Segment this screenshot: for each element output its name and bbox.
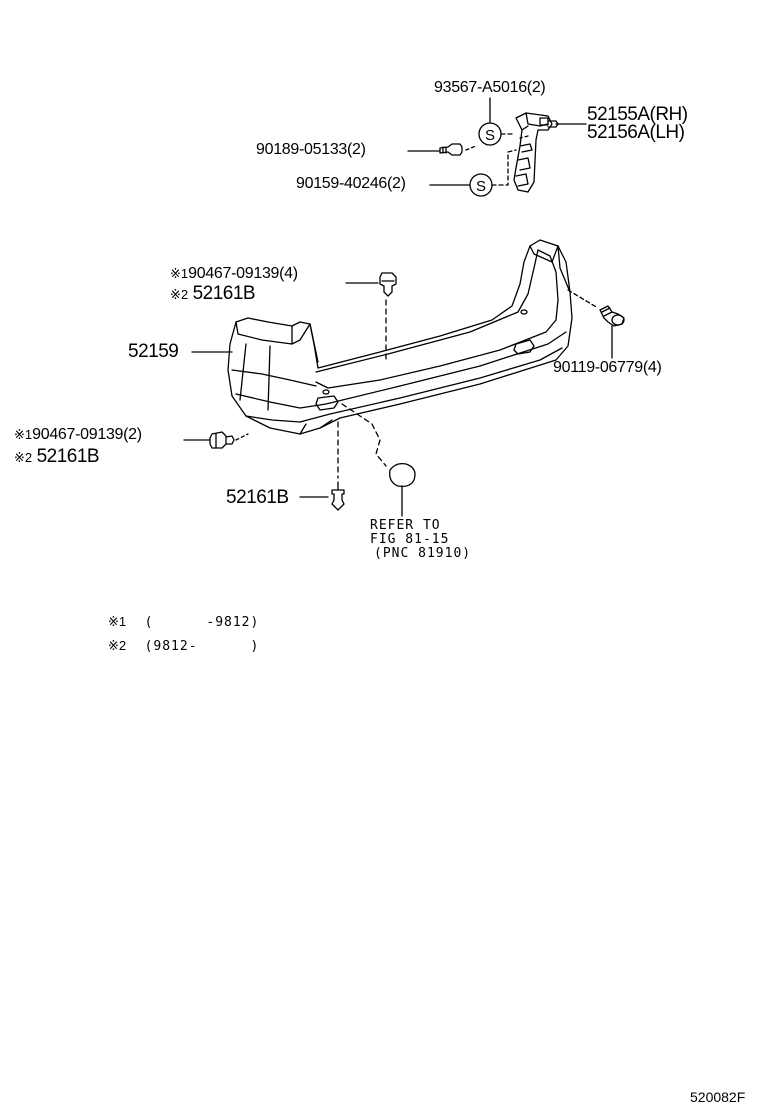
label-clip-left-1[interactable]: ※190467-09139(2) <box>14 427 142 443</box>
label-screw-90159[interactable]: 90159-40246(2) <box>296 175 406 192</box>
label-refer-fig[interactable]: FIG 81-15 <box>370 532 450 547</box>
legend-row-1: ※1 ( -9812) <box>108 614 259 630</box>
label-bolt-90189[interactable]: 90189-05133(2) <box>256 141 366 158</box>
label-clip-left-2[interactable]: ※2 52161B <box>14 446 100 467</box>
bracket-assembly: S S <box>408 98 586 196</box>
label-52161b-left: 52161B <box>36 446 100 467</box>
mark-2-left: ※2 <box>14 450 33 465</box>
seal-lower-letter: S <box>476 178 486 195</box>
mark-2: ※2 <box>170 287 189 302</box>
label-90467-upper: 90467-09139(4) <box>188 265 298 282</box>
clip-upper-icon <box>346 273 396 360</box>
seal-upper-letter: S <box>485 127 495 144</box>
label-refer-pnc[interactable]: (PNC 81910) <box>374 546 472 561</box>
reflector-81910-icon <box>342 404 415 516</box>
mark-1-left: ※1 <box>14 427 33 442</box>
label-52161b-bottom[interactable]: 52161B <box>226 487 289 508</box>
legend-row-2: ※2 (9812- ) <box>108 638 259 654</box>
label-52155a-rh[interactable]: 52155A(RH) <box>587 104 688 125</box>
legend-mark-1: ※1 <box>108 614 127 629</box>
bracket-52155a-icon <box>514 113 552 192</box>
label-clip-upper-1[interactable]: ※190467-09139(4) <box>170 266 298 282</box>
bolt-90189-icon <box>440 144 462 155</box>
label-screw-90119[interactable]: 90119-06779(4) <box>553 359 662 376</box>
label-52161b-upper: 52161B <box>192 283 256 304</box>
label-90467-left: 90467-09139(2) <box>32 426 142 443</box>
legend-range-1: ( -9812) <box>144 615 260 630</box>
label-clip-upper-2[interactable]: ※2 52161B <box>170 283 256 304</box>
mark-1: ※1 <box>170 266 189 281</box>
figure-code: 520082F <box>690 1089 746 1105</box>
bumper-cover-52159-icon <box>192 240 572 434</box>
label-bumper-52159[interactable]: 52159 <box>128 341 179 362</box>
label-seal-93567[interactable]: 93567-A5016(2) <box>434 79 546 96</box>
screw-90119-icon <box>568 290 624 358</box>
legend-range-2: (9812- ) <box>144 639 260 654</box>
label-refer-to[interactable]: REFER TO <box>370 518 441 533</box>
label-52156a-lh[interactable]: 52156A(LH) <box>587 122 685 143</box>
legend-mark-2: ※2 <box>108 638 127 653</box>
clip-bottom-icon <box>300 422 344 510</box>
clip-left-icon <box>184 432 248 448</box>
